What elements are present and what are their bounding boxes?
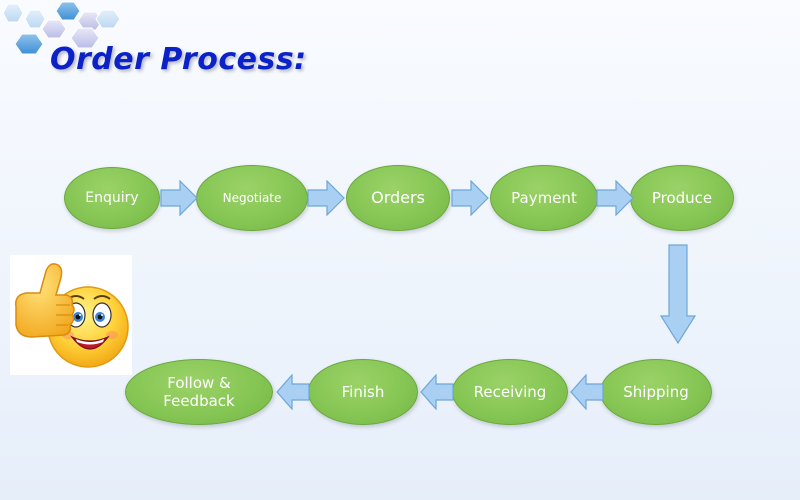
step-produce: Produce [630, 165, 734, 231]
step-label: Enquiry [85, 189, 139, 206]
step-payment: Payment [490, 165, 598, 231]
step-enquiry: Enquiry [64, 167, 160, 229]
arrow-down-icon [660, 244, 696, 344]
arrow-right-icon [451, 180, 489, 216]
step-orders: Orders [346, 165, 450, 231]
step-label: Receiving [473, 383, 547, 401]
step-label: Follow & Feedback [163, 374, 235, 410]
arrow-left-icon [570, 374, 604, 410]
step-label: Produce [651, 189, 713, 207]
step-label: Payment [511, 189, 577, 207]
step-receiving: Receiving [452, 359, 568, 425]
arrow-right-icon [596, 180, 634, 216]
arrow-right-icon [160, 180, 198, 216]
step-finish: Finish [308, 359, 418, 425]
thumbs-up-smiley-icon [10, 255, 132, 375]
arrow-left-icon [420, 374, 454, 410]
hexagon-decoration-icon [2, 1, 121, 55]
step-label: Shipping [623, 383, 689, 401]
step-label: Orders [371, 188, 425, 208]
step-shipping: Shipping [600, 359, 712, 425]
page-title: Order Process: [50, 42, 307, 77]
step-label: Negotiate [222, 190, 282, 205]
step-follow-feedback: Follow & Feedback [125, 359, 273, 425]
step-negotiate: Negotiate [196, 165, 308, 231]
step-label: Finish [341, 383, 385, 401]
arrow-right-icon [307, 180, 345, 216]
arrow-left-icon [276, 374, 310, 410]
